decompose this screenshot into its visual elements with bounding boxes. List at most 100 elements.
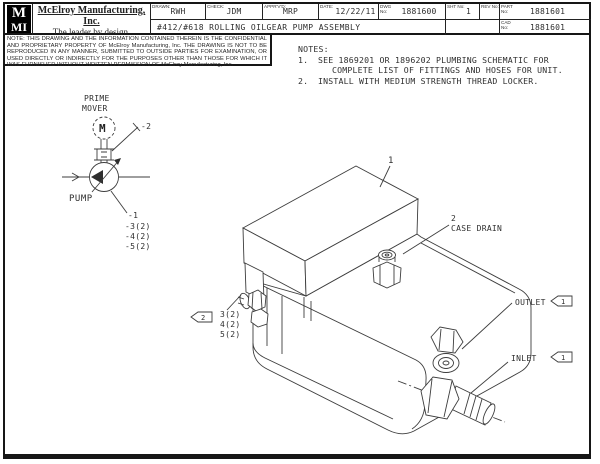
pump-body-top-seam: [420, 242, 516, 294]
logo-cell: M MI: [5, 4, 33, 35]
outlet-label: OUTLET: [515, 298, 546, 307]
pump-variable-arrow: [91, 158, 121, 193]
outlet-hex-facets: [438, 328, 455, 353]
field-part-no-value: 1881601: [530, 7, 566, 16]
callout-4: -4(2): [125, 232, 151, 241]
inlet-flag-icon: [550, 351, 573, 363]
field-apprvd-value: MRP: [282, 7, 299, 16]
callout-3: -3(2): [125, 222, 151, 231]
field-sht-no: SHT No: 1: [446, 4, 480, 20]
bolt-group: [237, 289, 269, 328]
assembly-callouts: 1 2 CASE DRAIN OUTLET 1 INLET 1 2 3(2) 4…: [190, 156, 573, 394]
case-drain-leader: [402, 224, 450, 255]
field-apprvd: APPR'V'D: MRP: [263, 4, 319, 20]
logo-letter-top: M: [11, 5, 27, 21]
inlet-tube-end: [482, 403, 496, 425]
coupling-symbol: [94, 148, 114, 161]
inlet-tube-grooves: [463, 392, 483, 421]
bolt-flag-number: 2: [201, 314, 205, 322]
pump-arrowhead: [114, 158, 121, 165]
proprietary-disclaimer: NOTE: THIS DRAWING AND THE INFORMATION C…: [5, 35, 272, 68]
field-sht-no-value: 1: [465, 7, 472, 16]
inlet-fitting: [397, 376, 506, 426]
field-check: CHECK: JDM: [206, 4, 263, 20]
pump-flow-triangle: [91, 170, 103, 184]
field-sht-no-label: SHT No:: [447, 4, 465, 9]
notes-block: NOTES: 1. SEE 1869201 OR 1896202 PLUMBIN…: [298, 44, 584, 86]
drawing-title-cell: #412/#618 ROLLING OILGEAR PUMP ASSEMBLY: [151, 20, 446, 35]
callout-5: -5(2): [125, 242, 151, 251]
note-2-line-1: INSTALL WITH MEDIUM STRENGTH THREAD LOCK…: [318, 75, 539, 86]
callout-1: -1: [128, 211, 138, 220]
field-cad-no: CAD No: 1881601: [500, 20, 591, 35]
bolt-callout-4: 4(2): [220, 320, 240, 329]
motor-symbol-letter: M: [99, 122, 106, 135]
pump-body-front-edge: [252, 280, 427, 430]
case-drain-cap-center: [384, 253, 390, 257]
field-check-value: JDM: [226, 7, 242, 16]
field-check-label: CHECK:: [207, 4, 225, 9]
bolt-flag-icon: [190, 311, 213, 323]
case-drain-fitting: [372, 249, 402, 289]
company-tagline: The leader by design.: [52, 27, 131, 35]
field-dwg-no-label: DWG No:: [380, 4, 392, 14]
pump-label: PUMP: [69, 194, 93, 204]
drawing-title: #412/#618 ROLLING OILGEAR PUMP ASSEMBLY: [157, 23, 361, 32]
field-rev-no: REV No:: [480, 4, 500, 20]
item1-callout: 1: [388, 156, 394, 166]
case-drain-cap: [378, 249, 396, 261]
pump-body-base-seam: [252, 342, 394, 420]
field-drawn-value: RWH: [170, 7, 186, 16]
field-drawn: DRAWN: RWH: [151, 4, 206, 20]
motor-circle-symbol: [92, 116, 116, 140]
inlet-leader: [470, 361, 509, 394]
inlet-hex-facets: [427, 378, 453, 418]
field-date: DATE: 12/22/11: [319, 4, 379, 20]
bolt-callout-3: 3(2): [220, 310, 240, 319]
prime-mover-label-line1: PRIME: [84, 94, 110, 103]
shaft-upper: [100, 139, 108, 149]
field-part-no: PART No: 1881601: [500, 4, 591, 20]
title-block: M MI McElroy Manufacturing, Inc. The lea…: [5, 4, 591, 35]
inlet-flag-number: 1: [561, 354, 565, 362]
inlet-label: INLET: [511, 354, 537, 363]
pump-body: [252, 233, 532, 435]
case-drain-number: 2: [451, 214, 456, 223]
bolt-head-2: [250, 308, 269, 328]
blank-cell: [446, 20, 500, 35]
callout-1-leader: [110, 190, 128, 214]
note-1-line-1: SEE 1869201 OR 1896202 PLUMBING SCHEMATI…: [318, 54, 549, 65]
mcelroy-logo-icon: M MI: [7, 5, 31, 33]
bolt-callout-5: 5(2): [220, 330, 240, 339]
prime-mover-label-line2: MOVER: [82, 104, 108, 113]
pump-inlet-line: [62, 172, 89, 182]
sheet-border: [3, 2, 591, 459]
field-cad-no-label: CAD No:: [501, 20, 511, 30]
pump-body-outline: [252, 233, 532, 435]
bracket-right-face: [304, 198, 419, 297]
outlet-nose-center: [442, 360, 450, 366]
item1-leader: [379, 165, 391, 188]
note-item-1: 1. SEE 1869201 OR 1896202 PLUMBING SCHEM…: [298, 55, 584, 76]
field-dwg-no: DWG No: 1881600: [379, 4, 446, 20]
field-rev-no-label: REV No:: [481, 4, 499, 9]
outlet-flag-number: 1: [561, 298, 565, 306]
company-name: McElroy Manufacturing, Inc.: [37, 5, 146, 27]
field-dwg-no-value: 1881600: [401, 7, 437, 16]
callout-2: -2: [141, 122, 151, 131]
outlet-leader: [461, 302, 513, 350]
hydraulic-schematic: PRIME MOVER M -2 PUMP -1 -3(2) -4(2) -5(: [62, 94, 151, 251]
bracket-legs: [303, 297, 312, 321]
mounting-bracket: [242, 165, 419, 321]
field-date-value: 12/22/11: [335, 7, 376, 16]
bolt-leader: [226, 294, 242, 311]
outlet-nose-inner: [438, 357, 454, 369]
outlet-fitting: [430, 326, 464, 373]
case-drain-label: CASE DRAIN: [451, 224, 502, 233]
note-1-line-2: COMPLETE LIST OF FITTINGS AND HOSES FOR …: [332, 65, 563, 75]
outlet-nose: [432, 353, 460, 373]
notes-heading: NOTES:: [298, 44, 329, 54]
case-drain-hex-facets: [379, 265, 395, 285]
